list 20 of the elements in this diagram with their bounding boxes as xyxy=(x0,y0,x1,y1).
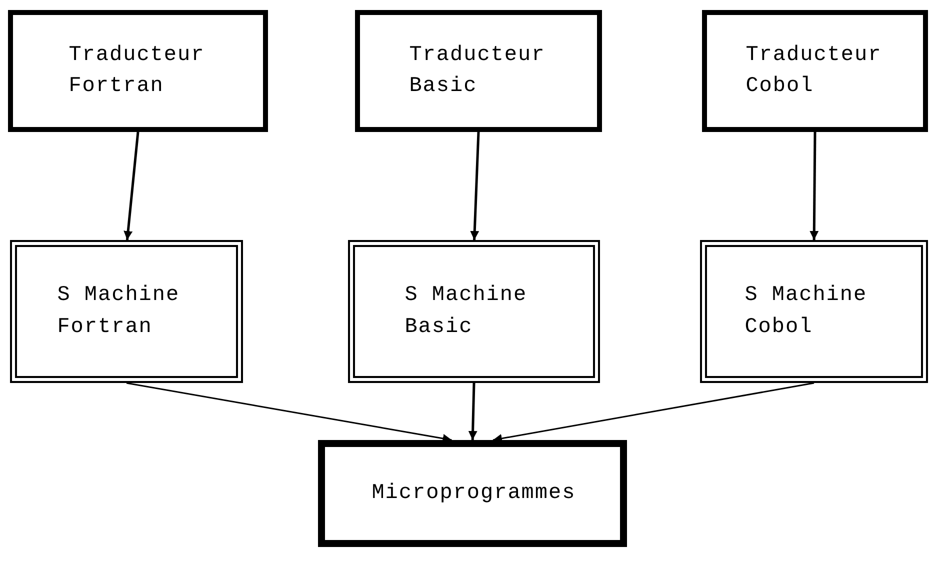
arrow xyxy=(126,382,452,443)
arrow xyxy=(468,382,478,440)
box-label: S Machine Basic xyxy=(404,283,528,340)
arrow xyxy=(470,132,480,240)
box-label: Traducteur Fortran xyxy=(68,42,206,100)
box-label: Traducteur Basic xyxy=(409,42,546,100)
box-label: Microprogrammes xyxy=(372,480,574,507)
process-box xyxy=(8,10,268,132)
arrow xyxy=(810,132,819,240)
process-box xyxy=(700,240,928,383)
process-box xyxy=(318,440,627,547)
process-box xyxy=(348,240,600,383)
process-box xyxy=(702,10,928,132)
arrow xyxy=(124,132,140,240)
box-label: S Machine Fortran xyxy=(57,283,181,340)
box-label: S Machine Cobol xyxy=(744,283,868,340)
box-label: Traducteur Cobol xyxy=(746,42,883,100)
process-box xyxy=(10,240,243,383)
process-box xyxy=(355,10,602,132)
arrow xyxy=(492,382,814,443)
